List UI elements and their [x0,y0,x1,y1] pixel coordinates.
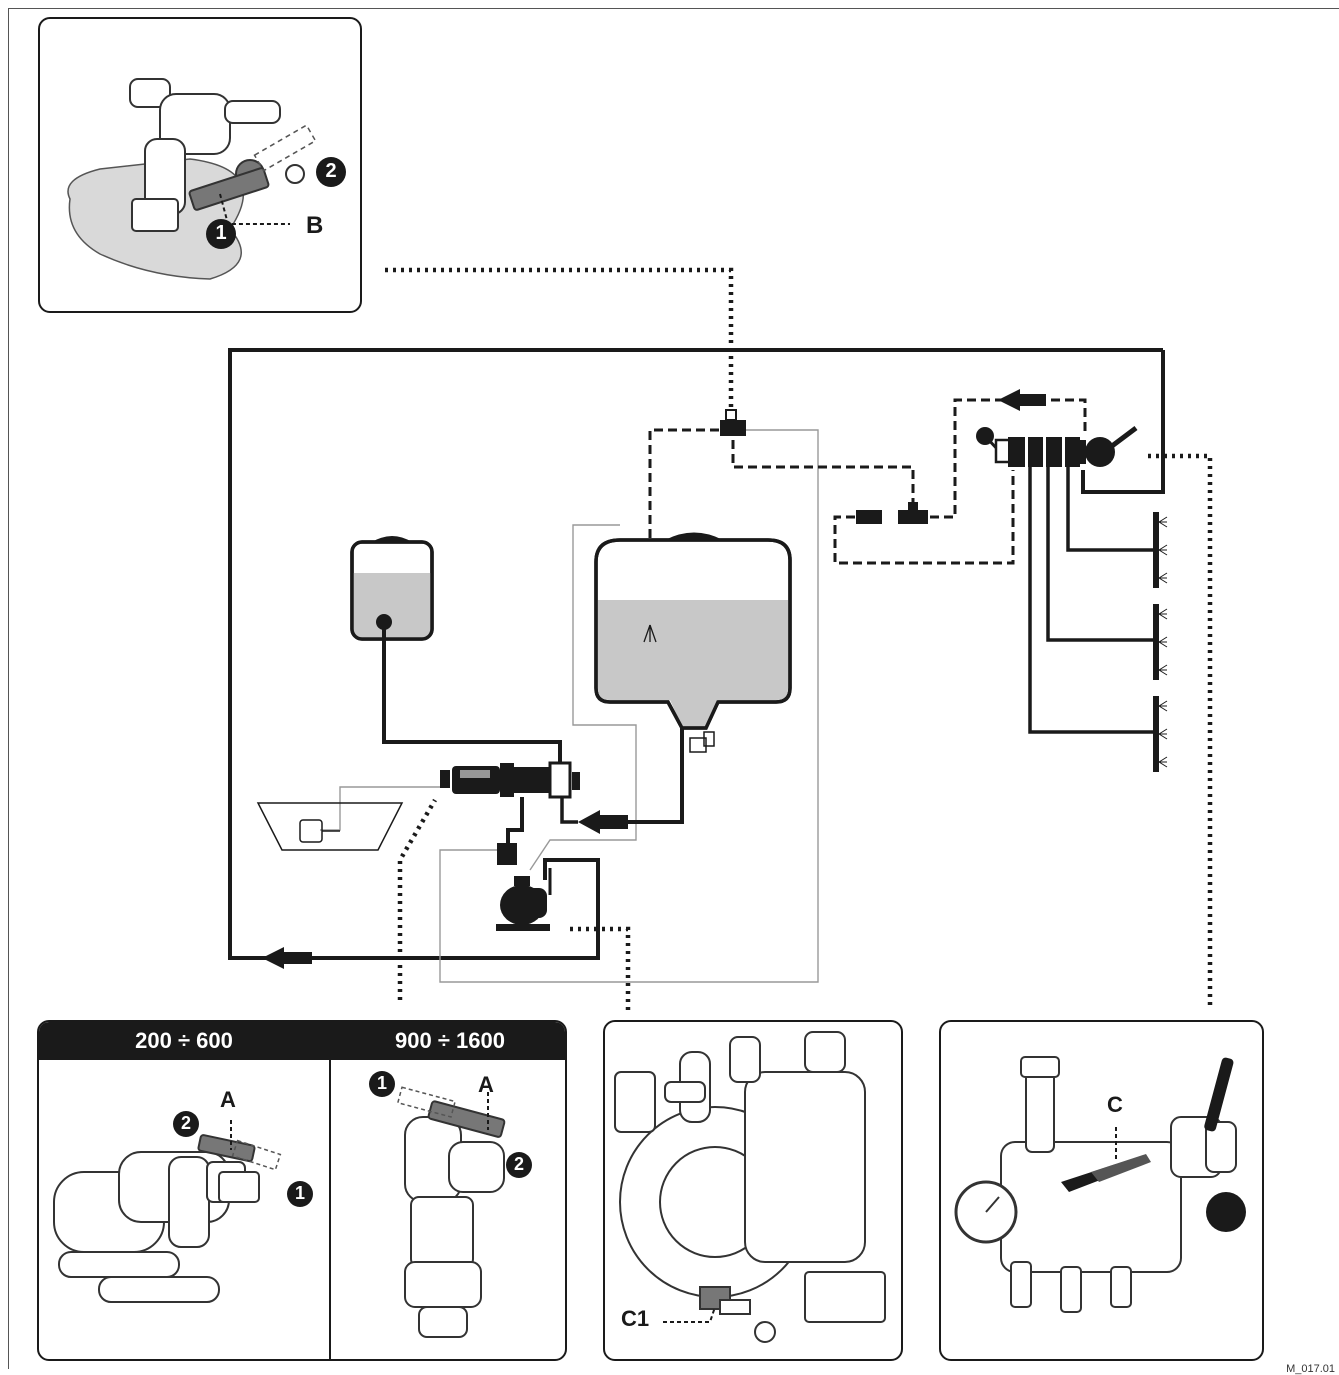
section-lines [1030,467,1156,732]
callout-b-markers [40,19,362,313]
marker-1: 1 [206,222,236,245]
suction-filter [440,763,580,797]
marker-right-2: 2 [506,1154,532,1175]
spray-booms [1153,512,1167,772]
suction-arrow-icon [578,810,628,834]
callout-filter-valve: 200 ÷ 600 900 ÷ 1600 [37,1020,567,1361]
control-valve-illustration [941,1022,1264,1361]
callout-suction-valve: 2 1 B [38,17,362,313]
callout-control-valve: C [939,1020,1264,1361]
thin-lines [320,430,818,982]
pressure-valve [720,410,746,436]
label-c: C [1107,1092,1123,1118]
dashed-arrow-icon [998,389,1046,411]
label-a-left: A [220,1087,236,1113]
water-basin [258,803,402,850]
label-a-right: A [478,1072,494,1098]
small-tank [352,536,432,639]
small-tank-line [384,622,560,770]
label-c1: C1 [621,1306,649,1332]
marker-left-1: 1 [287,1183,313,1204]
marker-2: 2 [316,160,346,183]
pump [496,843,550,931]
marker-left-2: 2 [173,1113,199,1134]
tee-fitting [856,502,928,524]
pump-illustration [605,1022,903,1361]
filter-to-pump [508,797,522,850]
marker-right-1: 1 [369,1073,395,1094]
distribution-valve [976,427,1136,467]
main-tank [596,533,790,753]
reference-code: M_017.01 [1286,1363,1335,1375]
label-b: B [306,212,323,240]
callout-pump-drain: C1 [603,1020,903,1361]
return-arrow-icon [262,947,312,969]
